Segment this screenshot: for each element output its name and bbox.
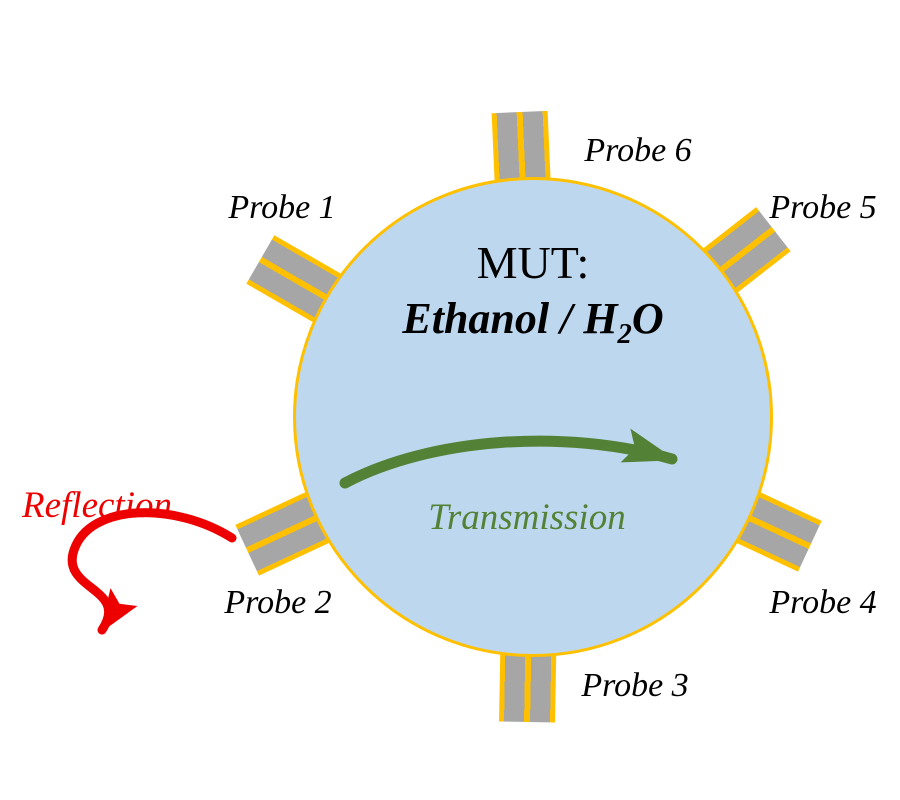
probe-6-label: Probe 6 (584, 132, 692, 169)
reflection-label: Reflection (22, 485, 172, 526)
reflection-arrow (67, 508, 237, 635)
mut-material-label: Ethanol / H2O (402, 293, 664, 350)
probe-5-label: Probe 5 (769, 189, 877, 226)
mut-material-pre: Ethanol / H (402, 293, 618, 343)
mut-title-block: MUT: Ethanol / H2O (402, 237, 664, 350)
mut-material-subscript: 2 (617, 318, 632, 350)
probe-3-label: Probe 3 (581, 667, 689, 704)
probe-4-label: Probe 4 (769, 584, 877, 621)
probe-1-label: Probe 1 (228, 189, 336, 226)
probe-2-label: Probe 2 (224, 584, 332, 621)
transmission-label: Transmission (428, 497, 626, 538)
mut-vessel-circle (293, 177, 773, 657)
mut-material-post: O (631, 293, 664, 343)
mut-title: MUT: (476, 237, 590, 288)
